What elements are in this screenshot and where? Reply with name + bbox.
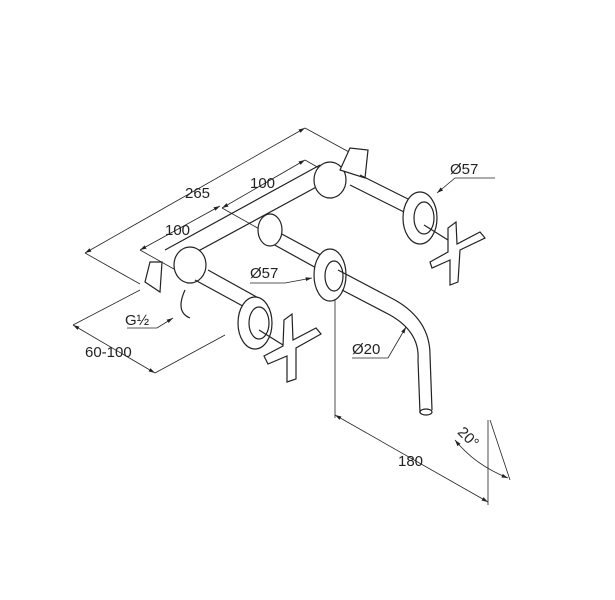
handle-left — [237, 296, 322, 383]
leader-rosette-middle — [250, 277, 313, 284]
label-265: 265 — [185, 185, 210, 202]
label-rosette-right: Ø57 — [450, 161, 478, 178]
leader-rosette-right — [436, 177, 495, 194]
label-thread: G½ — [125, 312, 150, 329]
spout — [313, 248, 433, 416]
dimension-180 — [334, 298, 489, 505]
label-100-left: 100 — [165, 222, 190, 239]
label-180: 180 — [398, 453, 423, 470]
dimension-20deg — [454, 419, 511, 481]
dimension-60-100 — [72, 289, 226, 374]
leader-thread — [127, 317, 174, 329]
label-rosette-middle: Ø57 — [250, 265, 278, 282]
label-60-100: 60-100 — [85, 344, 132, 361]
label-spout-diameter: Ø20 — [352, 341, 380, 358]
label-20deg: 20° — [454, 424, 482, 452]
label-100-right: 100 — [250, 175, 275, 192]
leader-spout — [352, 326, 407, 359]
handle-right — [402, 191, 486, 286]
